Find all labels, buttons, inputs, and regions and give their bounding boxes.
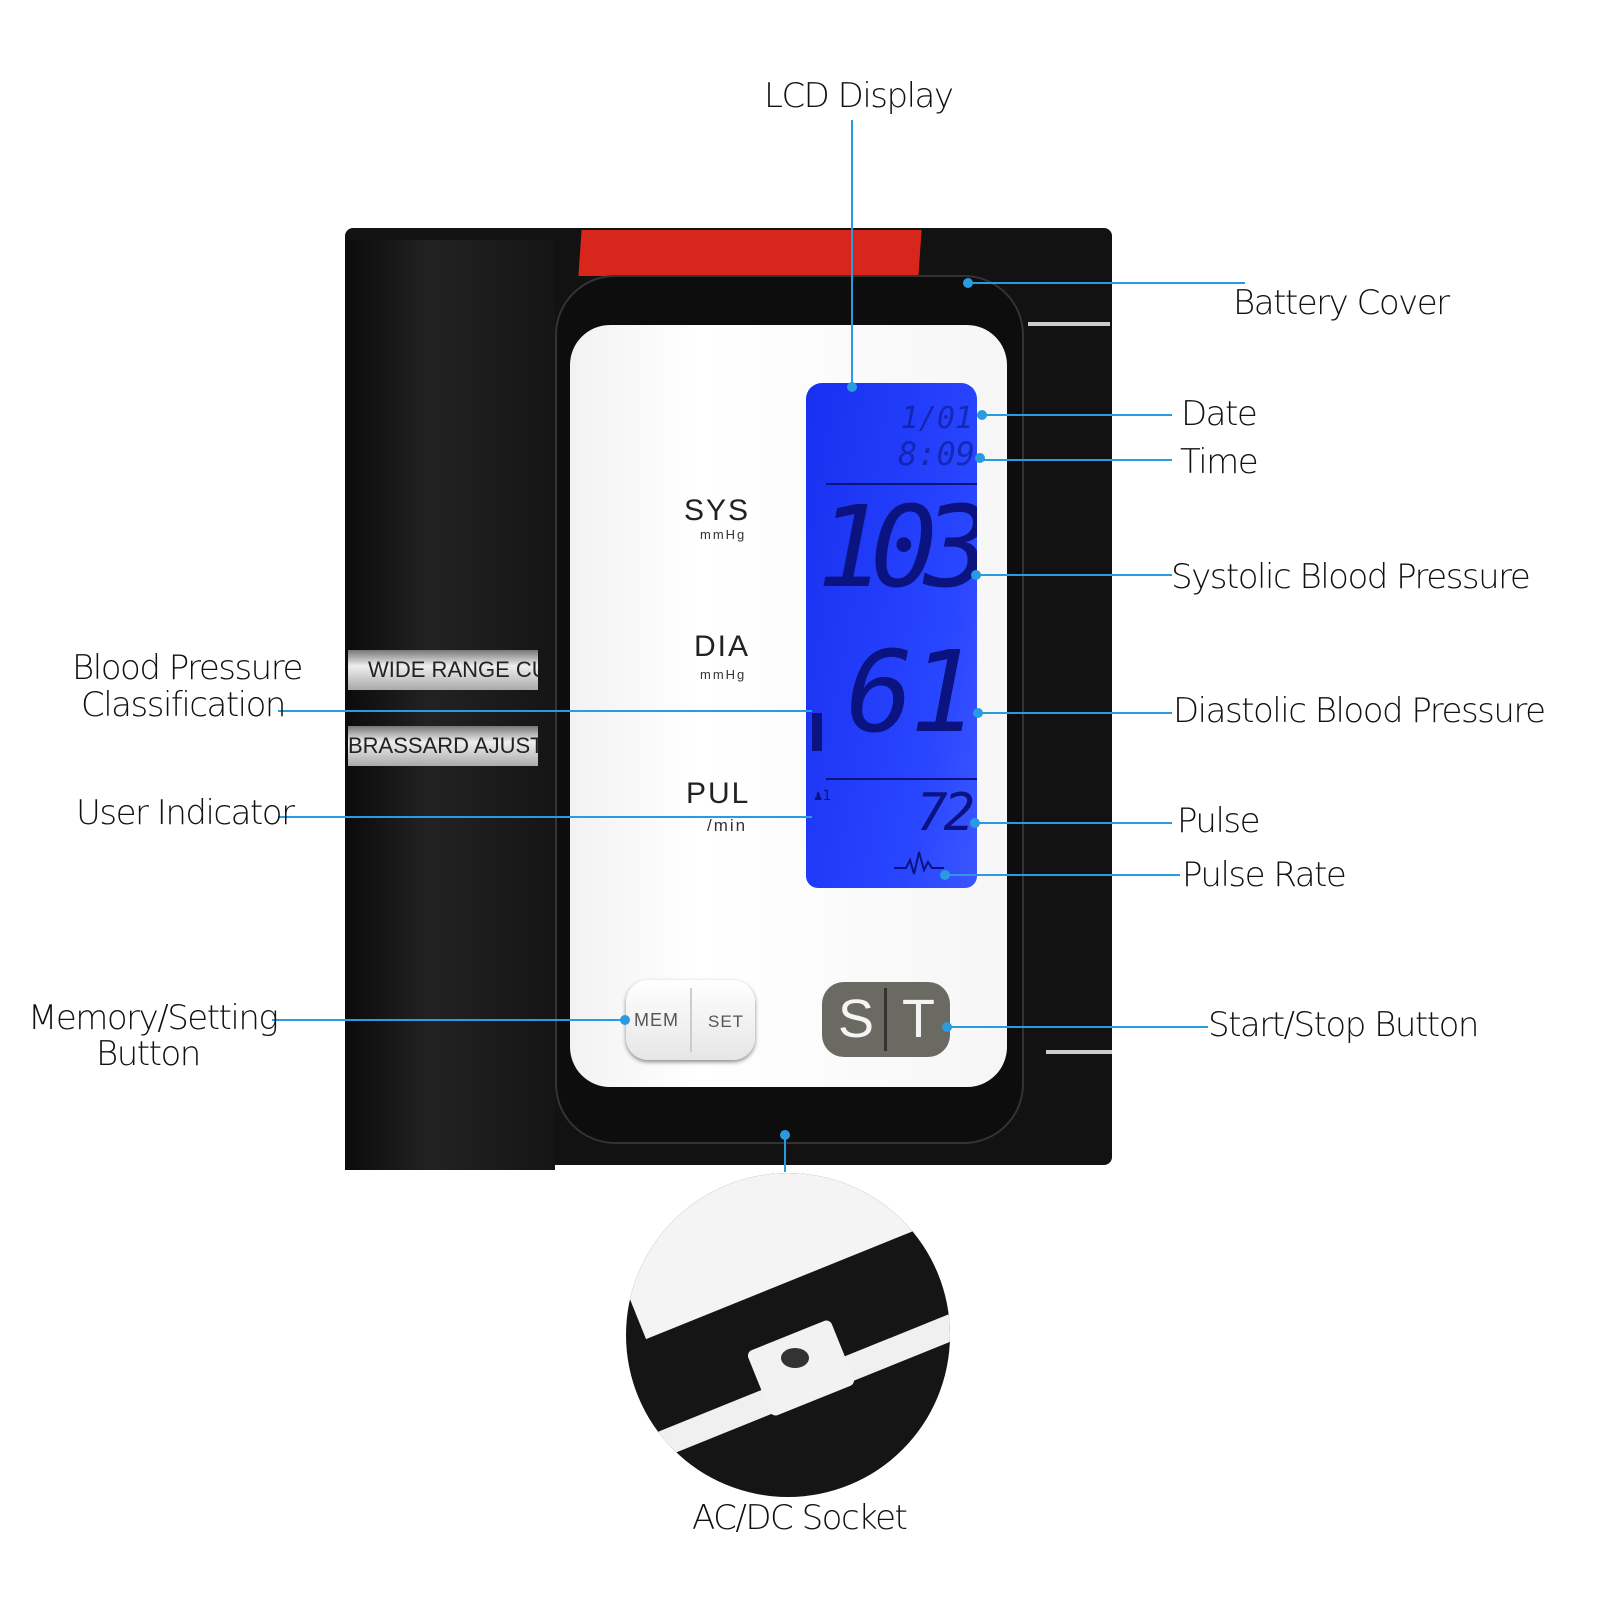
socket-hole [781, 1348, 809, 1368]
label-battery-cover: Battery Cover [1233, 283, 1450, 323]
lcd-systolic: 103 [816, 483, 977, 613]
s-label: S [838, 989, 875, 1049]
label-acdc-socket: AC/DC Socket [692, 1498, 908, 1538]
label-memory-setting: Memory/Setting [28, 998, 279, 1038]
label-start-stop: Start/Stop Button [1208, 1005, 1479, 1045]
label-memory-setting-2: Button [96, 1034, 201, 1074]
pul-unit: /min [707, 816, 748, 835]
sys-label: SYS [684, 494, 751, 527]
pul-label: PUL [686, 777, 751, 810]
lcd-diastolic: 61 [846, 628, 977, 758]
classification-bar [812, 713, 822, 751]
label-pulse: Pulse [1177, 801, 1261, 841]
lcd-divider [826, 483, 977, 485]
lcd-screen: 1/01 8:09 103 61 ♟1 72 [806, 383, 977, 888]
label-time: Time [1180, 442, 1259, 482]
label-pulse-rate: Pulse Rate [1182, 855, 1347, 895]
dia-label: DIA [694, 630, 751, 663]
cuff-mark [1046, 1050, 1112, 1054]
label-bp-classification-2: Classification [81, 685, 286, 725]
heartbeat-icon [894, 851, 944, 875]
red-strap [578, 230, 922, 276]
cuff-label: BRASSARD AJUSTABLE [348, 726, 538, 766]
label-diastolic: Diastolic Blood Pressure [1173, 691, 1546, 731]
lcd-divider [826, 778, 977, 780]
dia-unit: mmHg [700, 667, 747, 682]
user-number: 1 [822, 788, 831, 804]
label-user-indicator: User Indicator [76, 793, 295, 833]
t-label: T [902, 989, 935, 1049]
acdc-socket-closeup [626, 1173, 950, 1497]
label-date: Date [1181, 394, 1258, 434]
label-bp-classification: Blood Pressure [72, 648, 303, 688]
cuff-label: WIDE RANGE CUFF [348, 650, 538, 690]
lcd-pulse: 72 [916, 783, 975, 843]
sys-unit: mmHg [700, 527, 747, 542]
label-lcd-display: LCD Display [764, 76, 954, 116]
user-icon: ♟1 [814, 788, 831, 804]
lcd-date: 1/01 [900, 401, 973, 436]
set-label: SET [708, 1012, 745, 1031]
mem-set-button[interactable]: MEM SET [626, 980, 755, 1060]
label-systolic: Systolic Blood Pressure [1171, 557, 1531, 597]
cuff-mark [1028, 322, 1110, 326]
cuff-fold [345, 240, 555, 1170]
start-stop-button[interactable]: S T [822, 982, 950, 1057]
mem-label: MEM [634, 1010, 679, 1030]
lcd-time: 8:09 [897, 435, 975, 473]
